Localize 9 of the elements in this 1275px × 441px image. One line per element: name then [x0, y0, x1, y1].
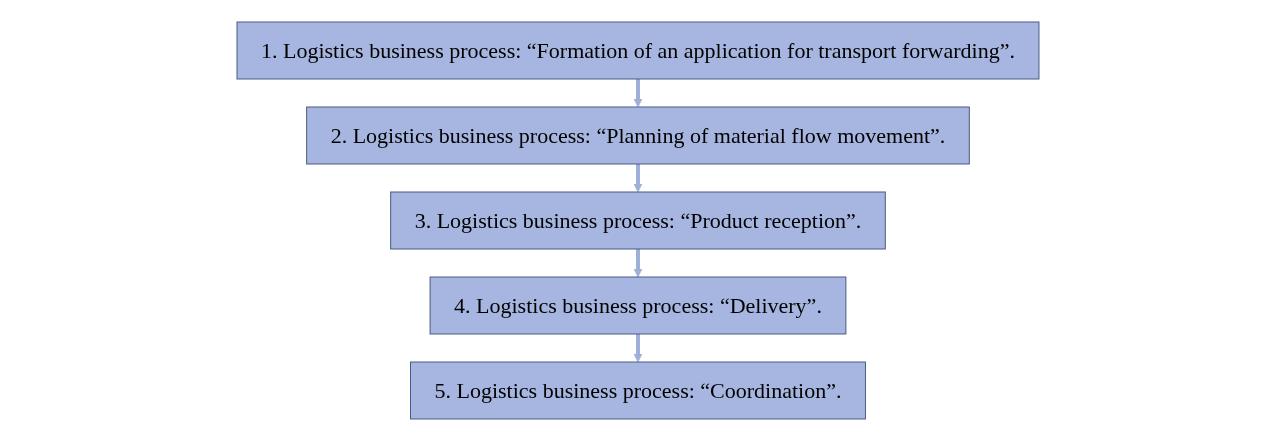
arrow [633, 249, 642, 278]
node-box: 4. Logistics business process: “Delivery”. [429, 276, 846, 335]
arrow [633, 164, 642, 193]
node-box: 1. Logistics business process: “Formation of an application for transport forwarding”. [236, 21, 1039, 80]
arrow [633, 79, 642, 108]
node-box: 2. Logistics business process: “Planning of material flow movement”. [305, 106, 970, 165]
node-box: 5. Logistics business process: “Coordination”. [409, 361, 866, 420]
arrow [633, 334, 642, 363]
node-box: 3. Logistics business process: “Product reception”. [389, 191, 886, 250]
